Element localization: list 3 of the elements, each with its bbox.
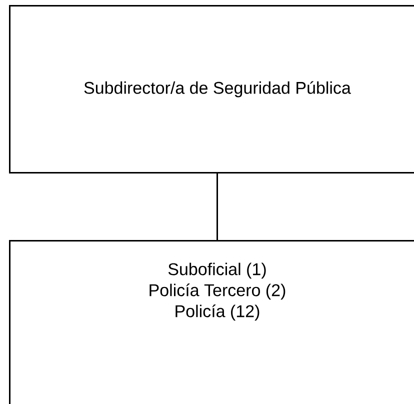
org-box: Suboficial (1) Policía Tercero (2) Policía (12) bbox=[9, 240, 414, 404]
org-box: Subdirector/a de Seguridad Pública bbox=[9, 5, 414, 174]
connector-line bbox=[216, 174, 218, 240]
